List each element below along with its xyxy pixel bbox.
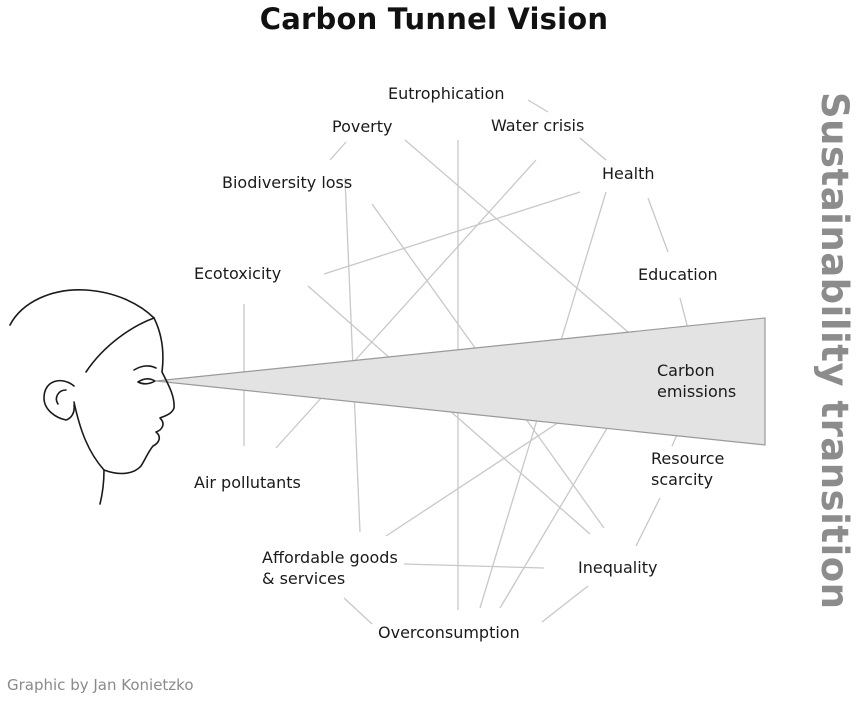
connector-line: [635, 497, 661, 547]
node-label-line: Poverty: [332, 117, 393, 136]
node-poverty: Poverty: [332, 116, 393, 137]
node-label-line: Biodiversity loss: [222, 173, 353, 192]
node-label-line: emissions: [657, 382, 737, 401]
node-label-line: Affordable goods: [262, 548, 398, 567]
node-biodiversity-loss: Biodiversity loss: [222, 172, 352, 193]
node-label-line: Eutrophication: [388, 84, 505, 103]
node-ecotoxicity: Ecotoxicity: [194, 263, 281, 284]
node-resource-scarcity: Resource scarcity: [651, 448, 724, 490]
face-profile: [103, 317, 175, 475]
node-label-line: & services: [262, 569, 346, 588]
side-caption: Sustainability transition: [813, 92, 856, 610]
node-label-line: Resource: [651, 449, 725, 468]
node-inequality: Inequality: [578, 557, 657, 578]
jaw-neck: [73, 401, 105, 505]
node-carbon-emissions: Carbon emissions: [657, 360, 736, 402]
node-label-line: Water crisis: [491, 116, 585, 135]
graphic-credit: Graphic by Jan Konietzko: [7, 676, 194, 694]
eyebrow: [133, 365, 157, 371]
node-education: Education: [638, 264, 718, 285]
connector-line: [541, 585, 589, 623]
connector-line: [329, 141, 347, 161]
node-air-pollutants: Air pollutants: [194, 472, 301, 493]
connector-line: [579, 137, 607, 161]
hair-outline: [9, 289, 155, 326]
node-eutrophication: Eutrophication: [388, 83, 505, 104]
node-label-line: Air pollutants: [194, 473, 301, 492]
node-label-line: Inequality: [578, 558, 658, 577]
ear-inner: [55, 389, 67, 405]
vision-cone: [155, 317, 766, 446]
connector-line: [647, 197, 669, 253]
node-label-line: Carbon: [657, 361, 715, 380]
node-label-line: Ecotoxicity: [194, 264, 282, 283]
connector-line: [344, 177, 361, 533]
connector-line: [323, 191, 581, 275]
node-label-line: Overconsumption: [378, 623, 520, 642]
node-label-line: scarcity: [651, 470, 714, 489]
hairline: [85, 317, 155, 373]
page-title: Carbon Tunnel Vision: [259, 2, 609, 36]
connector-line: [403, 563, 545, 569]
node-health: Health: [602, 163, 655, 184]
node-overconsumption: Overconsumption: [378, 622, 520, 643]
connector-line: [343, 597, 373, 625]
ear: [43, 379, 75, 421]
node-affordable-goods: Affordable goods & services: [262, 547, 398, 589]
connector-line: [275, 159, 537, 449]
node-label-line: Education: [638, 265, 718, 284]
eye: [137, 378, 156, 385]
connector-line: [527, 99, 549, 113]
node-water-crisis: Water crisis: [491, 115, 584, 136]
node-label-line: Health: [602, 164, 655, 183]
head-profile-illustration: [9, 289, 175, 505]
